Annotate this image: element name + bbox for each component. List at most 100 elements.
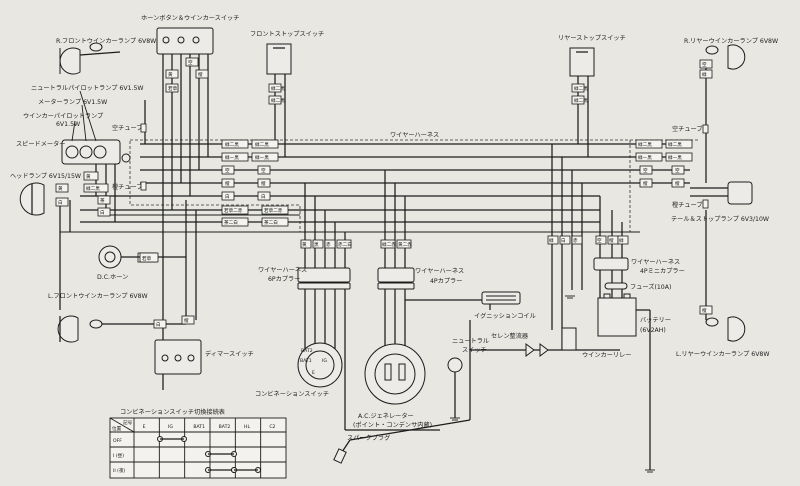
wire-tag: 橙	[607, 235, 619, 245]
table-column-header: E	[143, 424, 146, 430]
wire-tag: 橙	[639, 178, 653, 188]
ac-generator-label: A.C.ジェネレーター	[358, 412, 414, 420]
wire-tag: 空	[639, 165, 653, 175]
comb-ig-tag: IG	[322, 358, 327, 364]
wire-tag: 白	[55, 197, 69, 207]
svg-text:橙: 橙	[261, 180, 266, 187]
harness-mini-sub-label: 4Pミニカプラー	[640, 268, 685, 275]
speedometer: ニュートラルパイロットランプ 6V1.5W メーターランプ 6V1.5W ウイン…	[16, 85, 144, 165]
wire-tag: 緑二黒	[268, 83, 285, 93]
wire-tag: 橙	[195, 69, 209, 79]
svg-text:橙: 橙	[643, 180, 648, 187]
neutral-pilot-label: ニュートラルパイロットランプ 6V1.5W	[31, 85, 144, 92]
svg-text:緑二黒: 緑二黒	[225, 141, 239, 148]
harness-6p-coupler: ワイヤーハーネス 6Pカプラー	[258, 267, 351, 290]
meter-lamp-label: メーターランプ 6V1.5W	[38, 98, 107, 106]
winker-relay-label: ウインカーリレー	[582, 351, 632, 359]
r-rear-winker-lamp: R.リヤーウインカーランプ 6V8W	[684, 37, 778, 70]
wire-tag: 白	[257, 191, 271, 201]
svg-text:緑ー黒: 緑ー黒	[255, 154, 269, 161]
svg-text:空: 空	[702, 61, 707, 68]
svg-text:緑二黒: 緑二黒	[86, 185, 100, 192]
battery: バッテリー (6V2AH)	[597, 293, 671, 337]
table-corner-top: 記号	[123, 419, 133, 426]
ground-symbols	[450, 295, 655, 473]
wire-tag: 橙	[699, 305, 713, 315]
wire-tag: 緑二黒	[665, 139, 693, 149]
dimmer-switch-label: ディマースイッチ	[205, 350, 254, 358]
main-wire-bundle	[60, 143, 690, 233]
wire-tag: 白	[559, 235, 571, 245]
svg-text:緑ー黒: 緑ー黒	[638, 154, 652, 161]
wire-tag: 緑二黒	[268, 95, 285, 105]
wire-tag: 緑ー黒	[665, 152, 693, 162]
svg-text:茶二白: 茶二白	[264, 219, 278, 226]
wire-tag: 若草二赤	[261, 205, 289, 215]
wire-tag: 緑	[699, 69, 713, 79]
harness-4p-sub-label: 4Pカプラー	[430, 278, 462, 285]
l-rear-winker-label: L.リヤーウインカーランプ 6V8W	[676, 350, 769, 358]
r-front-winker-label: R.フロントウインカーランプ 6V8W	[56, 37, 156, 45]
svg-text:橙: 橙	[225, 180, 230, 187]
ignition-coil-label: イグニッションコイル	[474, 312, 536, 320]
rear-stop-switch-label: リヤーストップスイッチ	[558, 35, 626, 42]
table-column-header: BAT1	[193, 424, 205, 430]
svg-text:赤: 赤	[326, 242, 331, 248]
svg-text:白: 白	[561, 237, 566, 244]
svg-text:若草: 若草	[142, 255, 152, 262]
comb-bat1-tag: BAT1	[300, 358, 312, 364]
wire-tag: 若草二赤	[221, 205, 249, 215]
svg-text:橙: 橙	[702, 307, 707, 314]
table-row-label: I (昼)	[113, 453, 124, 459]
svg-text:橙: 橙	[675, 180, 680, 187]
wire-tag: 緑二黒	[571, 95, 588, 105]
svg-text:茶二白: 茶二白	[224, 219, 238, 226]
wire-tag: 空	[221, 165, 235, 175]
wire-tag: 緑二黒	[635, 139, 663, 149]
tube-right-1-label: 空チューブ	[672, 125, 703, 133]
harness-mini-coupler: ワイヤーハーネス 4Pミニカプラー	[593, 257, 685, 275]
wire-tag: 若草	[139, 252, 159, 263]
headlamp-label: ヘッドランプ 6V15/15W	[10, 173, 81, 180]
table-column-header: IG	[168, 424, 173, 430]
table-row-label: OFF	[113, 438, 122, 444]
svg-text:緑ー黒: 緑ー黒	[668, 154, 682, 161]
svg-text:白: 白	[100, 209, 105, 216]
svg-text:緑: 緑	[702, 71, 707, 78]
dimmer-switch: ディマースイッチ	[154, 339, 254, 375]
svg-text:黄: 黄	[86, 173, 91, 180]
table-title: コンビネーションスイッチ切換接続表	[120, 408, 225, 416]
wire-tag: 緑二赤	[380, 239, 396, 249]
wire-tag: 白	[97, 207, 111, 217]
svg-text:白: 白	[261, 193, 266, 200]
tail-stop-lamp: テール＆ストップランプ 6V3/10W	[671, 181, 769, 223]
wire-tag: 空	[257, 165, 271, 175]
svg-text:空: 空	[643, 167, 648, 174]
wire-tag: 空	[671, 165, 685, 175]
svg-text:橙: 橙	[609, 237, 614, 244]
svg-text:緑二黒: 緑二黒	[574, 85, 588, 92]
spark-plug-label: スパークプラグ	[347, 434, 390, 442]
tube-left-2-label: 橙チューブ	[112, 183, 143, 191]
svg-text:黄二赤: 黄二赤	[398, 241, 412, 248]
svg-text:緑二黒: 緑二黒	[668, 141, 682, 148]
svg-text:緑ー黒: 緑ー黒	[225, 154, 239, 161]
wire-tag: 黄	[300, 239, 312, 249]
fuse-label: フューズ(10A)	[630, 283, 671, 291]
tube-markers: 空チューブ 橙チューブ 空チューブ 橙チューブ	[112, 123, 709, 209]
harness-4p-coupler: ワイヤーハーネス 4Pカプラー	[377, 267, 464, 290]
svg-text:緑二黒: 緑二黒	[574, 97, 588, 104]
l-front-winker-label: L.フロントウインカーランプ 6V8W	[48, 292, 148, 300]
svg-text:緑二赤: 緑二赤	[382, 241, 396, 248]
wire-tag: 茶二白	[261, 217, 289, 227]
wire-tag: 茶	[97, 195, 111, 205]
wire-tag: 緑	[617, 235, 629, 245]
wire-tag: 白	[153, 319, 167, 329]
svg-text:白: 白	[156, 321, 161, 328]
ac-generator-sub-label: (ポイント・コンデンサ内蔵)	[353, 421, 432, 429]
wire-tag: 白	[221, 191, 235, 201]
svg-text:黄: 黄	[302, 241, 307, 248]
connection-off	[157, 436, 187, 442]
connection-row-1	[205, 451, 237, 457]
